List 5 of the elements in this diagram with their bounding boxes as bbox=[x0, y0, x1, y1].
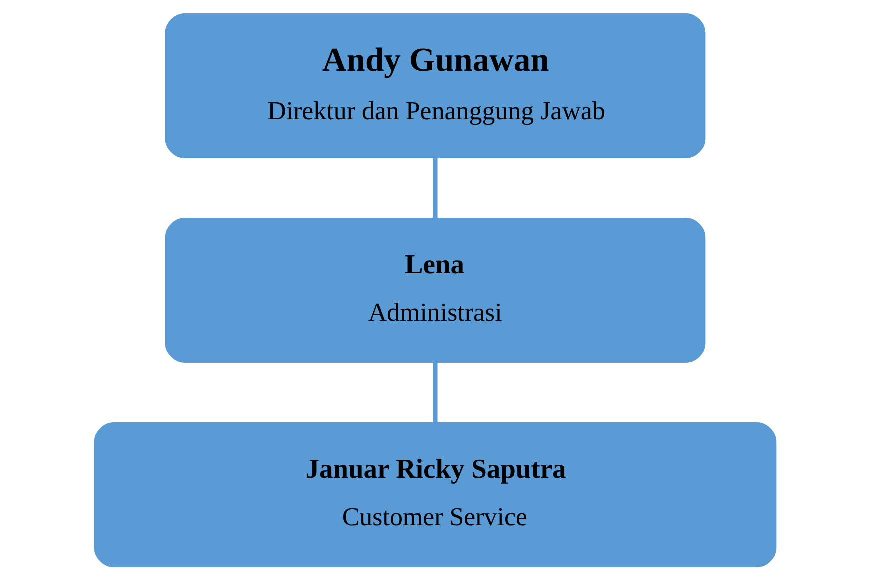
node-box: Januar Ricky Saputra Customer Service bbox=[94, 422, 776, 568]
node-box: Lena Administrasi bbox=[164, 218, 706, 363]
connector bbox=[432, 362, 438, 423]
connector bbox=[432, 158, 438, 218]
node-box: Andy Gunawan Direktur dan Penanggung Jawab bbox=[164, 13, 706, 158]
